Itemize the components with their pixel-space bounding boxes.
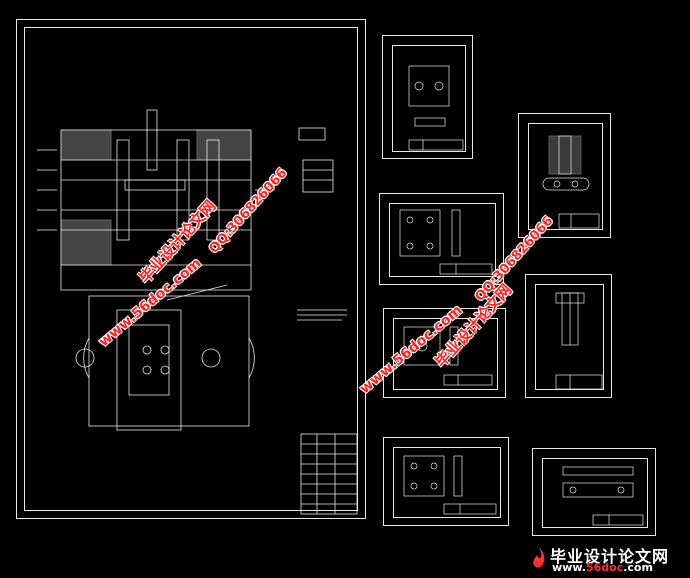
part-7-drawing	[562, 466, 644, 526]
part-sheet-2[interactable]	[518, 113, 611, 238]
part-sheet-1[interactable]	[382, 35, 473, 159]
logo-title: 毕业设计论文网	[550, 547, 670, 566]
part-2-drawing	[542, 135, 600, 229]
part-sheet-3[interactable]	[379, 193, 504, 285]
part-5-drawing	[403, 326, 493, 386]
part-sheet-2-frame	[528, 123, 603, 230]
part-1-drawing	[408, 65, 464, 151]
assembly-drawing	[37, 109, 358, 515]
part-4-drawing	[555, 292, 603, 390]
part-sheet-3-frame	[389, 203, 496, 277]
part-sheet-6-frame	[393, 447, 501, 518]
part-6-drawing	[403, 455, 497, 515]
main-sheet-frame	[24, 27, 358, 511]
part-sheet-1-frame	[392, 45, 466, 152]
site-logo[interactable]: 毕业设计论文网 www.56doc.com	[528, 542, 688, 576]
part-sheet-4[interactable]	[525, 274, 612, 398]
part-sheet-7-frame	[542, 458, 648, 528]
main-assembly-sheet[interactable]	[16, 19, 366, 519]
part-3-drawing	[399, 209, 493, 275]
part-sheet-5-frame	[393, 318, 498, 390]
logo-url: www.56doc.com	[552, 561, 653, 574]
part-sheet-4-frame	[535, 284, 604, 390]
part-sheet-7[interactable]	[532, 448, 656, 536]
part-sheet-5[interactable]	[383, 308, 506, 398]
logo-flame-icon	[533, 547, 545, 568]
part-sheet-6[interactable]	[383, 437, 509, 526]
